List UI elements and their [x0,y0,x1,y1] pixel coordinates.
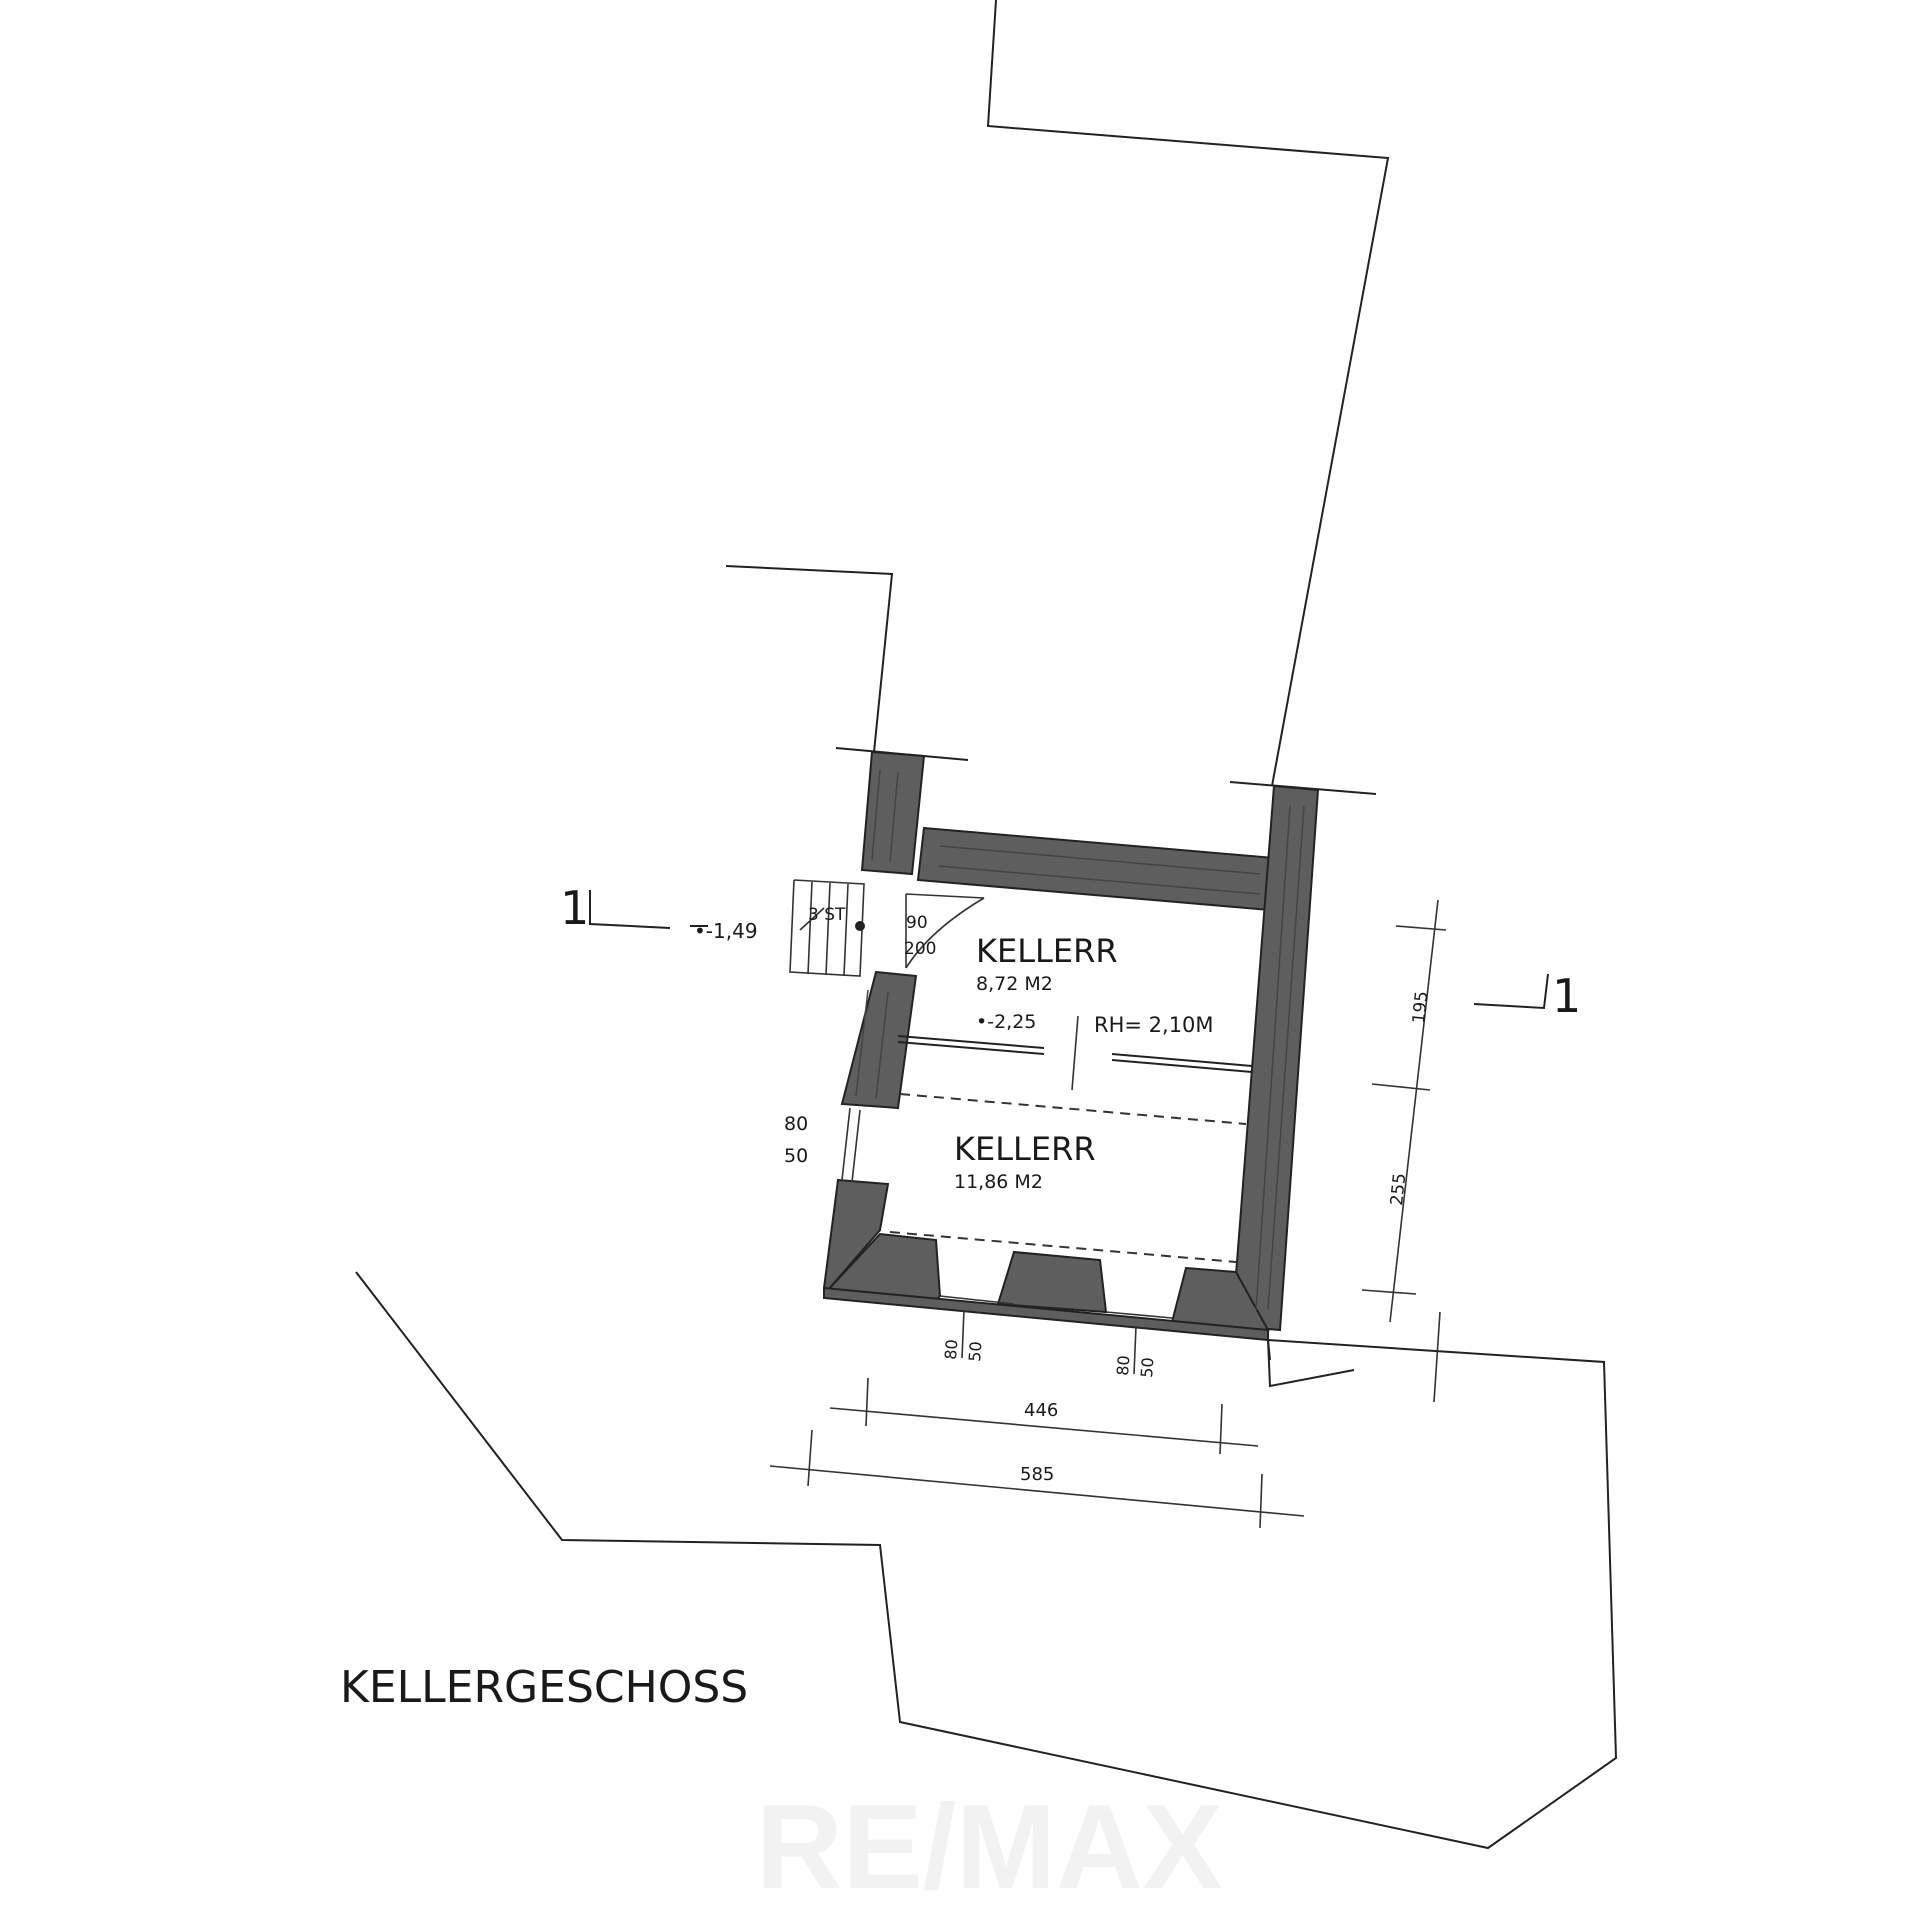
room-2-name: KELLERR [954,1130,1096,1168]
site-outline [355,0,1618,1850]
dimension-depth-lower: 255 [1387,1172,1410,1206]
section-marker-left: 1 [560,881,589,935]
window-bottom-2-height: 50 [1137,1357,1157,1379]
section-marker-right: 1 [1552,969,1581,1023]
window-left-height: 50 [784,1145,808,1167]
room-1-level: •-2,25 [976,1011,1036,1033]
room-1-name: KELLERR [976,932,1118,970]
dimension-lines [769,899,1447,1529]
window-bottom-2-width: 80 [1113,1355,1133,1377]
stair-level-label: •-1,49 [694,919,758,943]
section-markers [589,890,1549,1010]
door-width-label: 90 [906,913,928,933]
building-walls [822,750,1320,1342]
dimension-inner-width: 446 [1024,1400,1058,1421]
dimension-depth-upper: 195 [1409,990,1432,1024]
window-openings [841,1107,1173,1319]
stair-and-door [789,879,985,977]
door-height-label: 200 [904,939,936,959]
dimension-outer-width: 585 [1020,1464,1054,1485]
stair-steps-label: 3 ST [808,905,846,925]
drawing-title: KELLERGESCHOSS [340,1662,748,1713]
room-1-height: RH= 2,10M [1094,1013,1214,1037]
interior-partitions [889,1015,1253,1263]
window-bottom-1-height: 50 [965,1341,985,1363]
room-1-area: 8,72 M2 [976,973,1053,995]
window-left-width: 80 [784,1113,808,1135]
window-bottom-1-width: 80 [941,1339,961,1361]
room-2-area: 11,86 M2 [954,1171,1043,1193]
watermark-logo: RE/MAX [756,1780,1223,1910]
